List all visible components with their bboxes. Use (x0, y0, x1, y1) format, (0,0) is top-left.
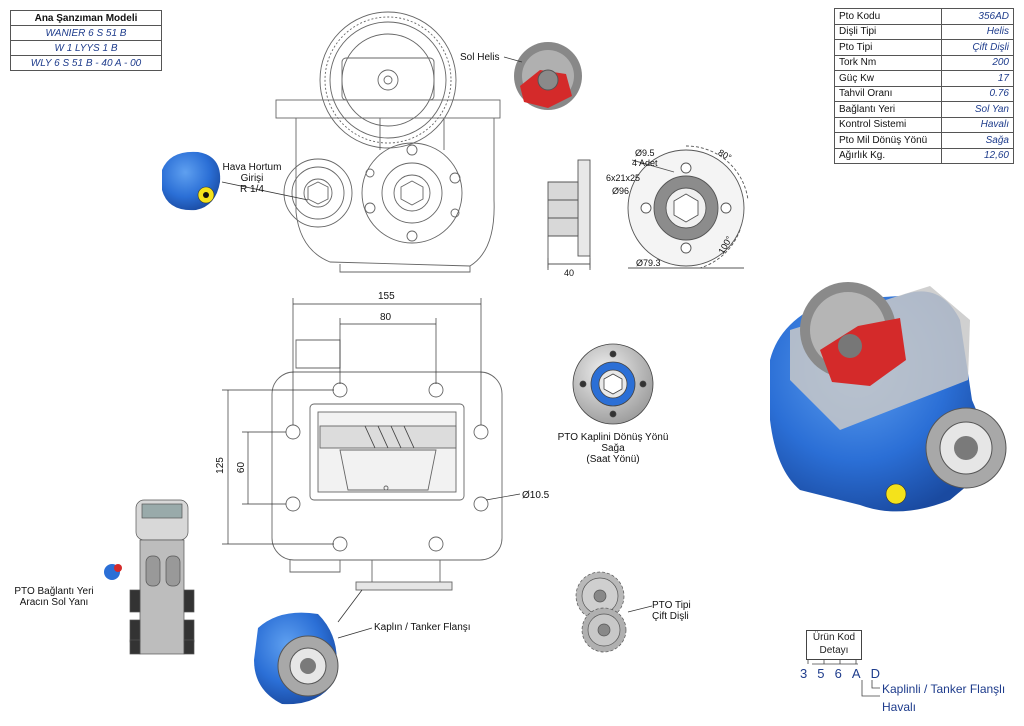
pto-connection-line: PTO Bağlantı Yeri (14, 586, 94, 597)
model-table: Ana Şanzıman Modeli WANIER 6 S 51 B W 1 … (10, 10, 162, 71)
coupling-direction-label: PTO Kaplini Dönüş Yönü Sağa (Saat Yönü) (548, 432, 678, 465)
flange-outer-diameter: Ø79.3 (636, 258, 661, 268)
dimension-155: 155 (378, 291, 395, 302)
pto-type-label: PTO Tipi Çift Dişli (652, 600, 691, 622)
dimension-80: 80 (380, 312, 392, 323)
product-code-title: Detayı (819, 645, 849, 656)
flange-front-view (627, 145, 749, 269)
code-letter: 6 (834, 666, 842, 681)
pto-type-line: PTO Tipi (652, 600, 691, 611)
product-code-desc: Kaplinli / Tanker Flanşlı (882, 682, 1006, 696)
sol-helis-label: Sol Helis (460, 52, 500, 63)
flange-hole-count: 4 Adet (632, 158, 658, 168)
product-code-desc: Havalı (882, 700, 917, 714)
double-gear-photo (575, 571, 653, 653)
coupling-direction-line: Sağa (601, 443, 625, 454)
air-inlet-label-line: Girişi (240, 173, 264, 184)
air-inlet-label-line: Hava Hortum (222, 162, 282, 173)
top-view-drawing (275, 11, 501, 273)
product-code-title: Ürün Kod (812, 632, 856, 643)
pto-connection-label: PTO Bağlantı Yeri Aracın Sol Yanı (4, 586, 104, 608)
dimension-125: 125 (214, 457, 226, 474)
air-inlet-label: Hava Hortum Girişi R 1/4 (222, 162, 282, 195)
coupling-direction-line: PTO Kaplini Dönüş Yönü (557, 432, 669, 443)
truck-photo (129, 499, 195, 655)
spec-row: Ağırlık Kg.12,60 (834, 147, 1014, 164)
flange-hole-diameter: Ø9.5 (635, 148, 655, 158)
flange-side-view (547, 159, 591, 270)
bottom-view-drawing (222, 298, 521, 591)
flange-thickness: 40 (564, 268, 575, 278)
air-inlet-photo (162, 151, 309, 211)
pto-connection-line: Aracın Sol Yanı (19, 597, 89, 608)
product-code-lines (807, 658, 880, 697)
code-letter: D (870, 666, 880, 681)
coupling-disk (572, 343, 654, 425)
coupling-flange-label: Kaplın / Tanker Flanşı (374, 622, 471, 633)
code-letter: A (851, 666, 861, 681)
flange-photo (254, 589, 373, 705)
flange-spline: 6x21x25 (606, 173, 641, 183)
pto-3d-photo (770, 282, 1007, 512)
model-item: WLY 6 S 51 B - 40 A - 00 (10, 55, 162, 71)
product-code-box: Ürün Kod Detayı (806, 630, 862, 660)
flange-inner-diameter: Ø96 (612, 186, 630, 196)
air-inlet-label-line: R 1/4 (240, 184, 264, 195)
spec-key: Ağırlık Kg. (834, 147, 942, 164)
spec-value: 17 (941, 70, 1014, 87)
code-letter: 5 (817, 666, 825, 681)
code-letter: 3 (800, 666, 808, 681)
coupling-direction-line: (Saat Yönü) (586, 454, 640, 465)
mini-pto-photo (104, 564, 122, 580)
spec-value: 12,60 (941, 147, 1014, 164)
dimension-hole-diameter: Ø10.5 (522, 490, 550, 501)
sol-helis-photo (503, 42, 582, 110)
pto-type-line: Çift Dişli (652, 611, 689, 622)
dimension-60: 60 (236, 461, 248, 474)
product-code-letters: 3 5 6 A D (800, 666, 880, 681)
